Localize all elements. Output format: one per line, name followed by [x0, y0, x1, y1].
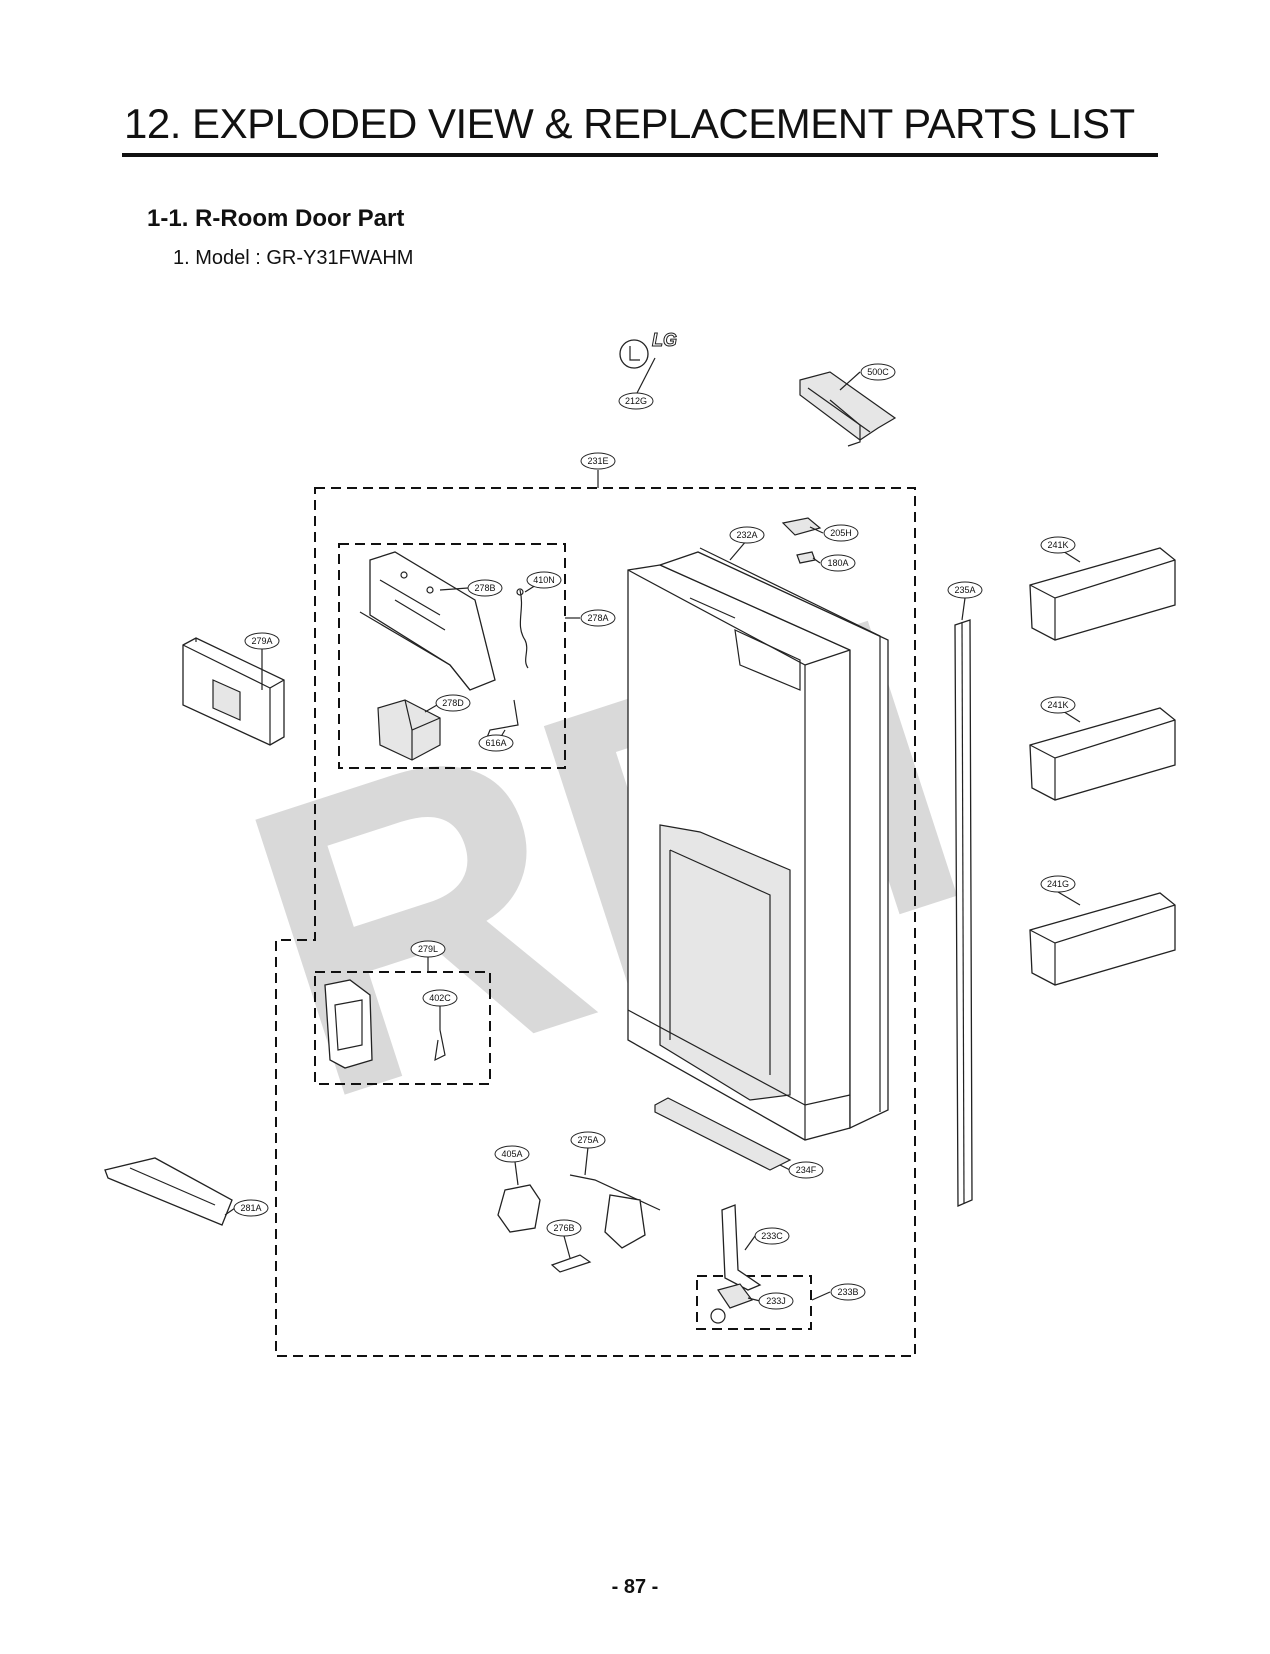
callout-205H-label: 205H	[830, 528, 852, 538]
callout-279A-label: 279A	[251, 636, 272, 646]
part-402C-shape	[434, 1029, 446, 1062]
callout-233B-label: 233B	[837, 1287, 858, 1297]
callout-leaders	[224, 357, 1081, 1302]
part-410N-shape	[516, 588, 529, 669]
callout-233J-label: 233J	[766, 1296, 786, 1306]
part-500C-shape	[799, 371, 897, 447]
callout-212G-label: 212G	[625, 396, 647, 406]
callout-275A: 275A	[570, 1131, 606, 1149]
model-label: 1. Model : GR-Y31FWAHM	[173, 247, 414, 269]
assembly-box-278A	[338, 543, 566, 769]
callout-180A: 180A	[820, 554, 856, 572]
part-235A-shape	[954, 619, 973, 1207]
callout-276B-label: 276B	[553, 1223, 574, 1233]
part-276B-shape	[550, 1254, 592, 1273]
part-232A-door-shape	[627, 547, 889, 1141]
callout-234F-label: 234F	[796, 1165, 817, 1175]
callout-279L: 279L	[410, 940, 446, 958]
part-405A-shape	[497, 1184, 541, 1233]
callout-233B: 233B	[830, 1283, 866, 1301]
callout-241K-1: 241K	[1040, 536, 1076, 554]
callout-232A-label: 232A	[736, 530, 757, 540]
assembly-boundary-231E	[275, 487, 916, 1357]
callout-500C-label: 500C	[867, 367, 889, 377]
callout-410N-label: 410N	[533, 575, 555, 585]
part-275A-shape	[569, 1174, 661, 1249]
section-heading: 1-1. R-Room Door Part	[147, 205, 405, 232]
callout-241G-label: 241G	[1047, 879, 1069, 889]
callout-278B-label: 278B	[474, 583, 495, 593]
part-241K-bin-2	[1029, 707, 1176, 801]
callout-231E: 231E	[580, 452, 616, 470]
callout-275A-label: 275A	[577, 1135, 598, 1145]
callout-276B: 276B	[546, 1219, 582, 1237]
part-278B-shape	[359, 551, 496, 691]
part-180A-shape	[796, 551, 816, 564]
callout-233C-label: 233C	[761, 1231, 783, 1241]
part-233C-shape	[721, 1204, 762, 1291]
callout-278D-label: 278D	[442, 698, 464, 708]
callout-405A-label: 405A	[501, 1149, 522, 1159]
callout-232A: 232A	[729, 526, 765, 544]
callout-278D: 278D	[435, 694, 471, 712]
part-281A-shape	[104, 1157, 233, 1226]
callout-402C: 402C	[422, 989, 458, 1007]
title-underline	[122, 153, 1158, 157]
part-233J-shape	[710, 1283, 753, 1324]
callout-279A: 279A	[244, 632, 280, 650]
callout-235A-label: 235A	[954, 585, 975, 595]
part-205H-shape	[781, 517, 822, 536]
callout-410N: 410N	[526, 571, 562, 589]
page-number: - 87 -	[611, 1576, 659, 1598]
callout-212G: 212G	[618, 392, 654, 410]
callout-281A-label: 281A	[240, 1203, 261, 1213]
page-title: 12. EXPLODED VIEW & REPLACEMENT PARTS LI…	[124, 100, 1135, 147]
part-278D-shape	[377, 699, 441, 761]
part-279A-shape	[182, 637, 285, 746]
callout-241G: 241G	[1040, 875, 1076, 893]
callout-233J: 233J	[758, 1292, 794, 1310]
assembly-box-279L	[314, 971, 491, 1085]
part-279L-shape	[324, 979, 373, 1069]
lg-logo-part: LG	[619, 330, 678, 369]
part-616A-shape	[485, 699, 519, 741]
callout-279L-label: 279L	[418, 944, 438, 954]
callout-241K-1-label: 241K	[1047, 540, 1068, 550]
callout-235A: 235A	[947, 581, 983, 599]
callout-241K-2: 241K	[1040, 696, 1076, 714]
callout-205H: 205H	[823, 524, 859, 542]
callout-241K-2-label: 241K	[1047, 700, 1068, 710]
callout-616A: 616A	[478, 734, 514, 752]
callout-278A: 278A	[580, 609, 616, 627]
callout-234F: 234F	[788, 1161, 824, 1179]
part-241K-bin-1	[1029, 547, 1176, 641]
callout-278B: 278B	[467, 579, 503, 597]
callout-278A-label: 278A	[587, 613, 608, 623]
callout-231E-label: 231E	[587, 456, 608, 466]
lg-logo-text: LG	[652, 330, 677, 350]
assembly-box-233B	[696, 1275, 812, 1330]
callout-405A: 405A	[494, 1145, 530, 1163]
callout-233C: 233C	[754, 1227, 790, 1245]
part-241G-bin	[1029, 892, 1176, 986]
callout-500C: 500C	[860, 363, 896, 381]
callout-402C-label: 402C	[429, 993, 451, 1003]
callout-616A-label: 616A	[485, 738, 506, 748]
callout-180A-label: 180A	[827, 558, 848, 568]
callout-281A: 281A	[233, 1199, 269, 1217]
